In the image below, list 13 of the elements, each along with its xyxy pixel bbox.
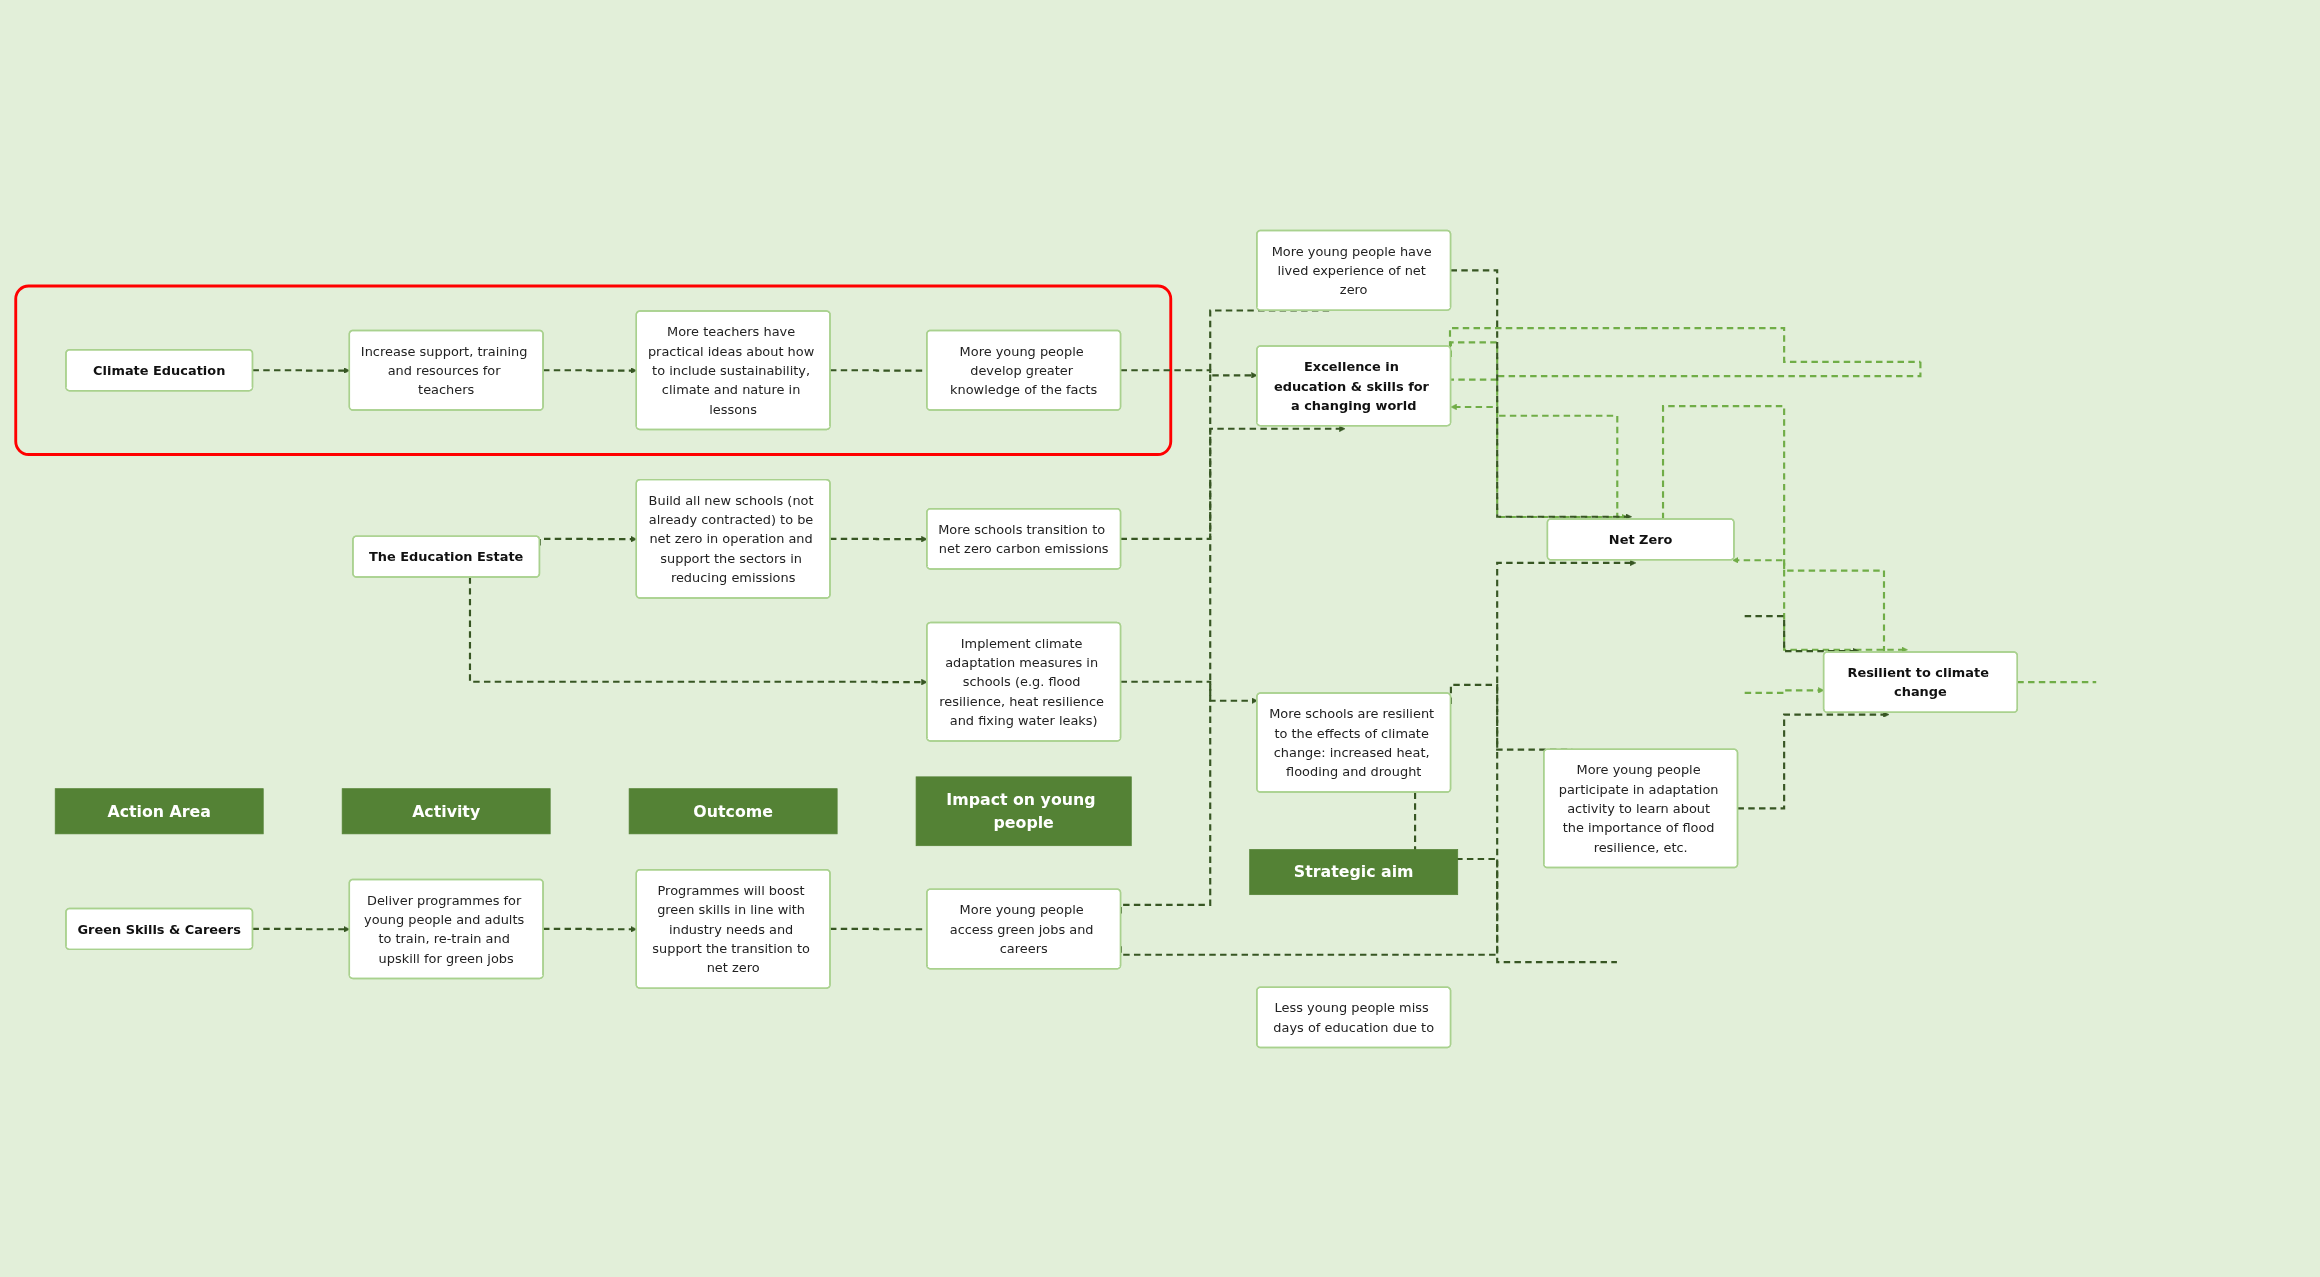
node-box: Action Area [54, 787, 264, 834]
node-box: Outcome [628, 787, 838, 834]
connector [1448, 326, 1922, 381]
arrow [1449, 268, 1632, 520]
node-box: Strategic aim [1249, 848, 1459, 895]
arrow [1450, 403, 1619, 519]
arrow [1661, 404, 1908, 653]
arrow [1732, 556, 1886, 652]
cluster [14, 284, 1173, 456]
arrow [1743, 614, 1860, 654]
node-box: Impact on young people [915, 775, 1132, 846]
node-box: Activity [341, 787, 551, 834]
connector [1414, 791, 1617, 963]
